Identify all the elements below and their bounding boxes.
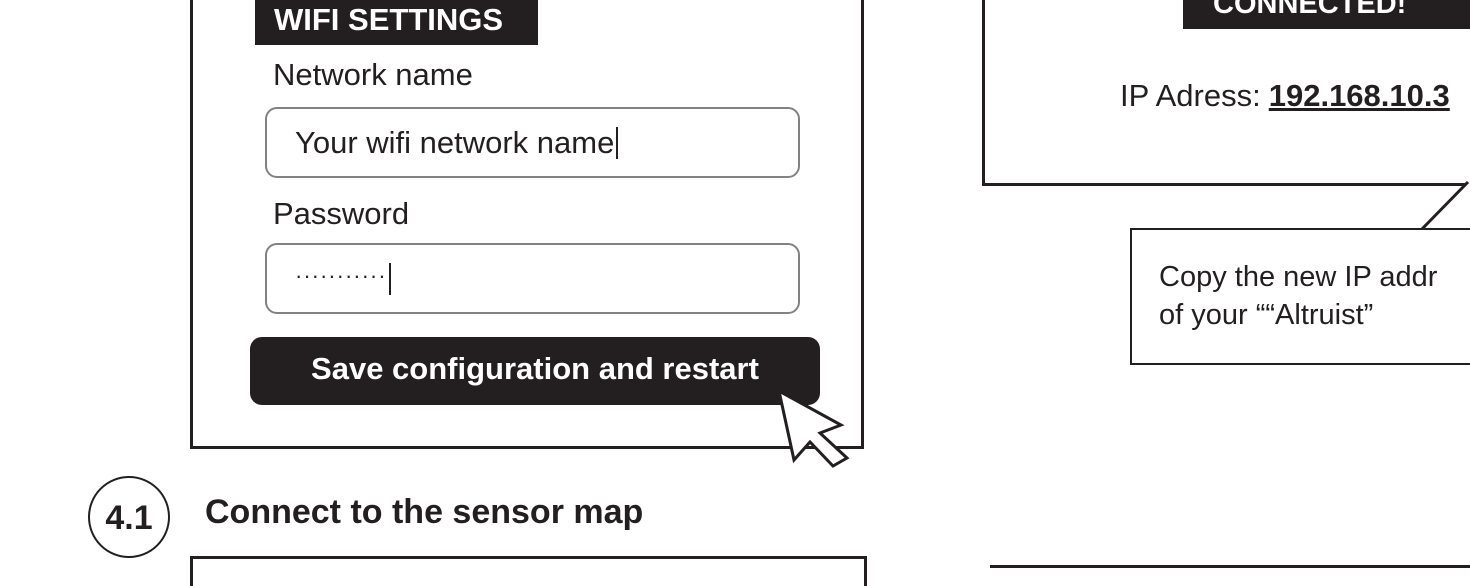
callout-line-1: Copy the new IP addr xyxy=(1159,261,1438,293)
text-caret xyxy=(616,126,619,159)
network-name-value: Your wifi network name xyxy=(295,125,615,160)
connection-status-panel xyxy=(982,0,1470,186)
wifi-settings-panel xyxy=(190,0,864,449)
wifi-settings-header: WIFI SETTINGS xyxy=(255,0,538,45)
step-number-badge: 4.1 xyxy=(88,476,170,558)
save-configuration-button[interactable]: Save configuration and restart xyxy=(250,337,820,405)
connected-status-badge: CONNECTED! xyxy=(1183,0,1470,29)
ip-address-label: IP Adress: xyxy=(1120,78,1261,113)
callout-pointer xyxy=(1420,180,1470,231)
callout-line-2: of your ““Altruist” xyxy=(1159,299,1374,331)
text-caret xyxy=(388,262,391,295)
step-title: Connect to the sensor map xyxy=(205,493,644,531)
password-input[interactable]: ··········· xyxy=(265,243,800,314)
copy-ip-callout: Copy the new IP addr of your ““Altruist” xyxy=(1130,228,1470,365)
next-panel-frame xyxy=(190,556,867,586)
next-right-panel-frame xyxy=(990,565,1470,578)
ip-address-row: IP Adress:192.168.10.3 xyxy=(1120,78,1450,114)
mouse-pointer-icon xyxy=(776,388,850,468)
network-name-label: Network name xyxy=(273,57,473,92)
network-name-input[interactable]: Your wifi network name xyxy=(265,107,800,178)
password-label: Password xyxy=(273,196,410,231)
ip-address-value[interactable]: 192.168.10.3 xyxy=(1268,78,1450,113)
password-value: ··········· xyxy=(295,263,387,288)
